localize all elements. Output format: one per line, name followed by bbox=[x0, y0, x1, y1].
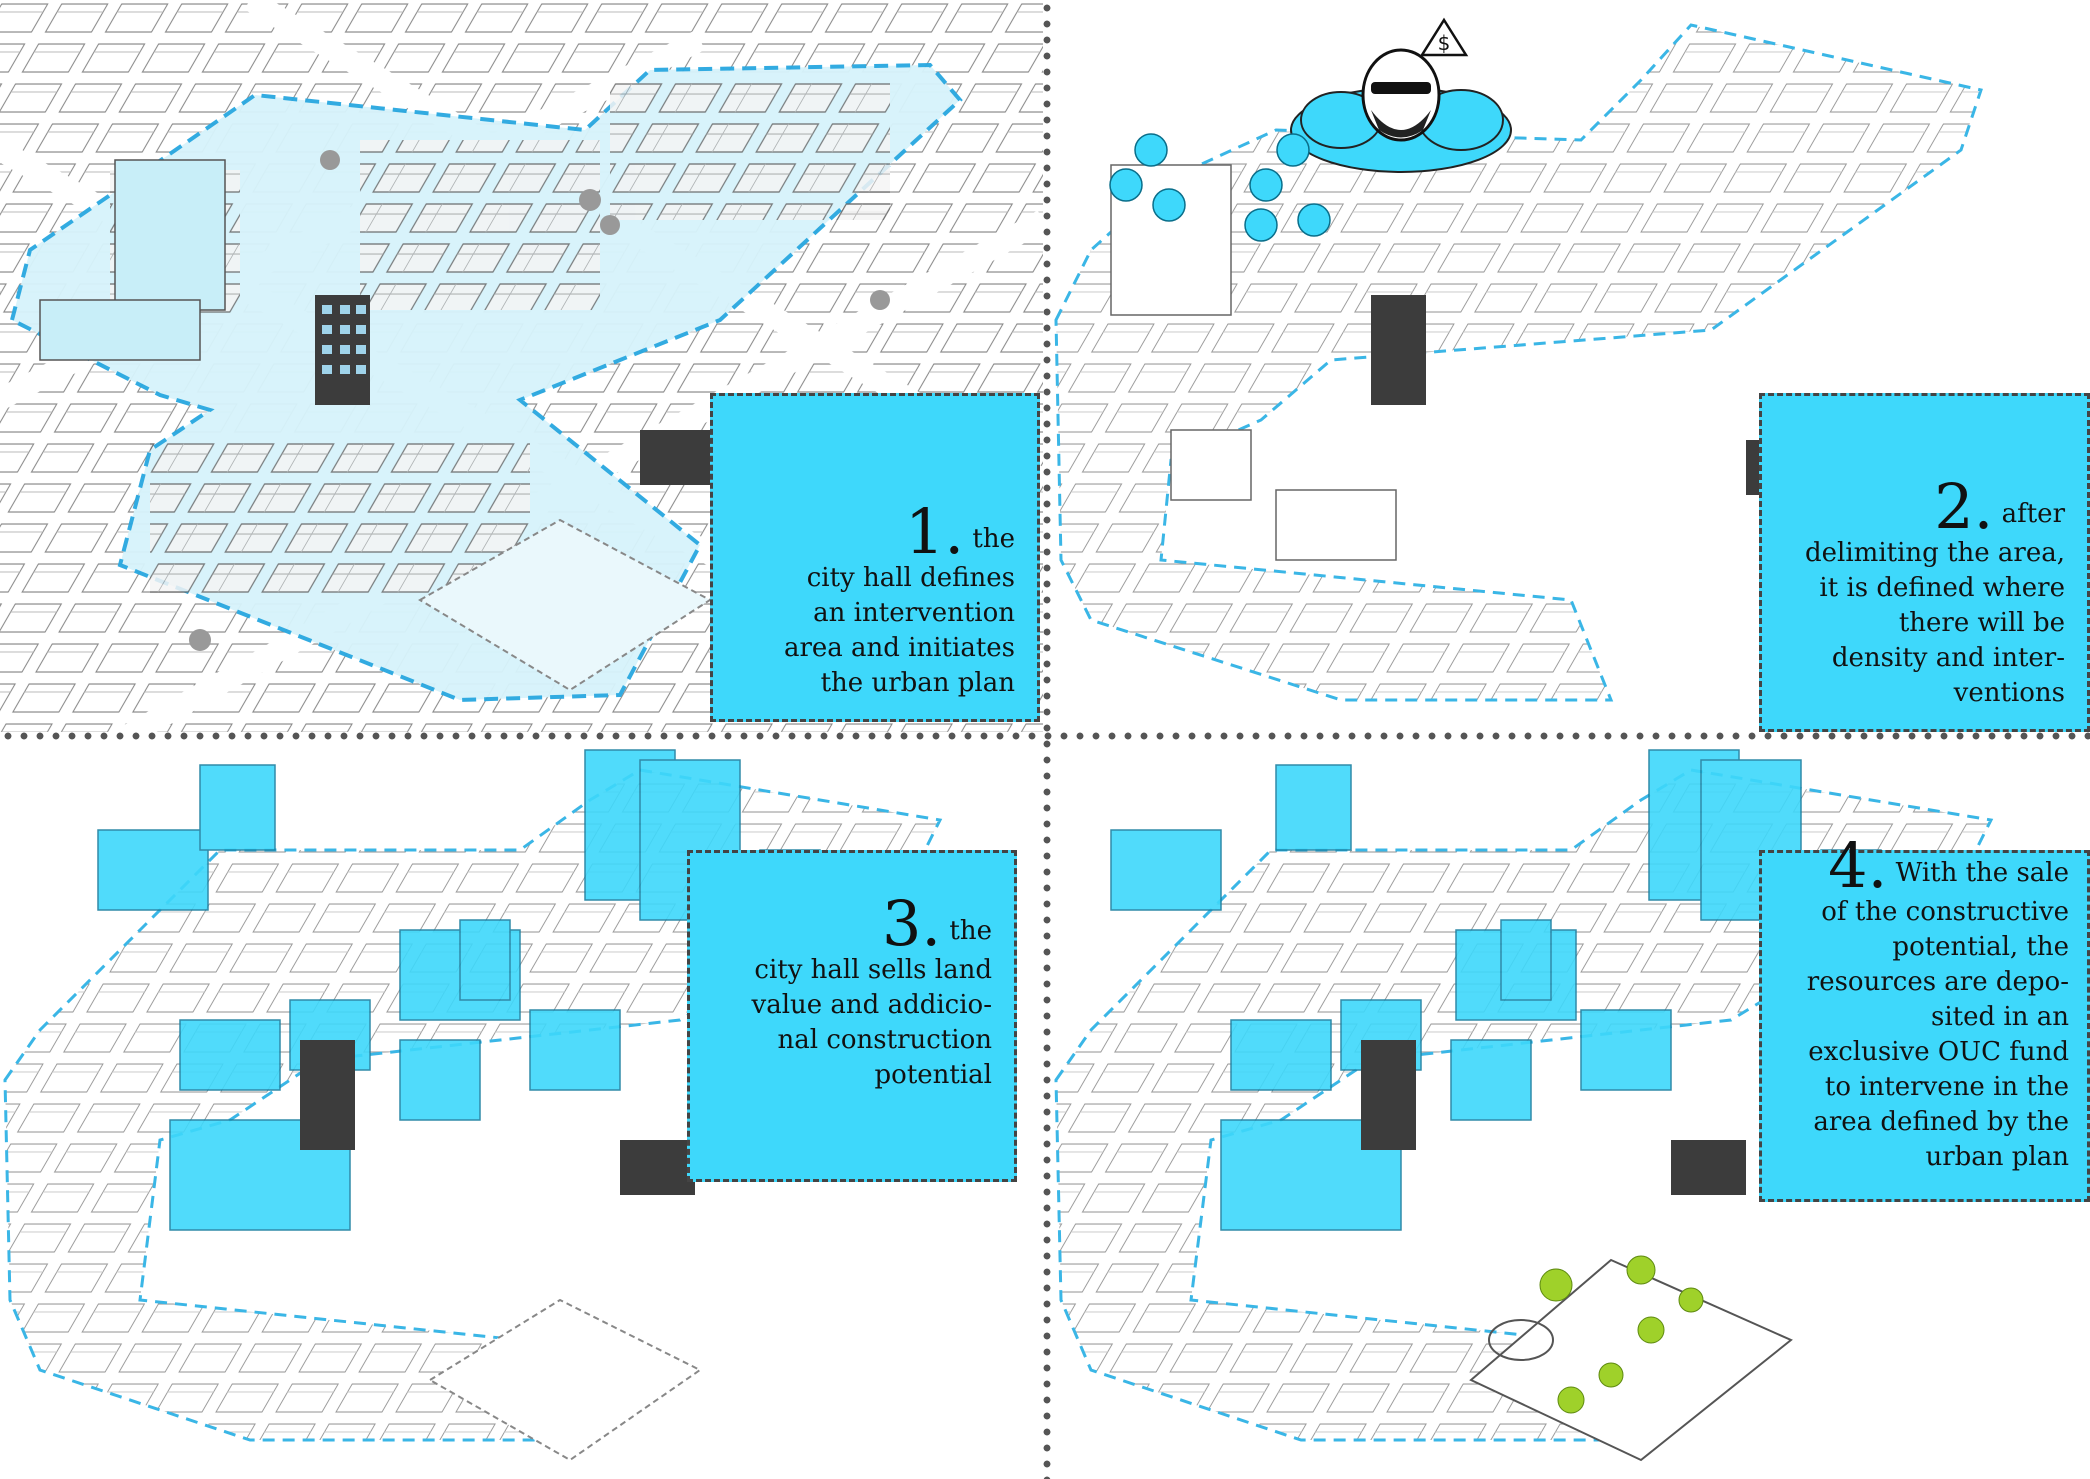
step-number: 2. bbox=[1934, 470, 1994, 543]
step-description: of the constructive potential, the resou… bbox=[1806, 897, 2069, 1172]
horizontal-dotted-divider bbox=[0, 732, 2090, 740]
warning-sign-icon: $ bbox=[1419, 17, 1469, 57]
step-lead: the bbox=[972, 524, 1015, 554]
panel-step-4: 4. With the sale of the constructive pot… bbox=[1051, 740, 2090, 1479]
panel-step-1: 1. the city hall defines an intervention… bbox=[0, 0, 1043, 732]
dollar-sign-icon bbox=[1109, 133, 1331, 242]
step-lead: after bbox=[2001, 499, 2065, 529]
step-description: city hall sells land value and addicio- … bbox=[751, 955, 992, 1090]
city-map-step-1 bbox=[0, 0, 1043, 732]
svg-text:$: $ bbox=[1438, 31, 1451, 55]
panel-step-3: 3. the city hall sells land value and ad… bbox=[0, 740, 1043, 1479]
step-4-caption: 4. With the sale of the constructive pot… bbox=[1759, 835, 2090, 1202]
step-lead: the bbox=[949, 916, 992, 946]
cloud-icon bbox=[1290, 48, 1512, 173]
city-map-step-4 bbox=[1054, 749, 1994, 1462]
step-lead: With the sale bbox=[1895, 858, 2069, 888]
step-description: delimiting the area, it is defined where… bbox=[1805, 538, 2065, 708]
panel-step-2: $ 2. after delimiting the area, it is de… bbox=[1051, 0, 2090, 732]
step-1-caption: 1. the city hall defines an intervention… bbox=[710, 393, 1040, 722]
step-number: 4. bbox=[1828, 829, 1888, 902]
step-description: city hall defines an intervention area a… bbox=[783, 563, 1015, 698]
park-plaza bbox=[1469, 1255, 1793, 1462]
step-number: 3. bbox=[881, 887, 942, 960]
step-number: 1. bbox=[904, 495, 965, 568]
step-2-caption: 2. after delimiting the area, it is defi… bbox=[1759, 393, 2090, 732]
step-3-caption: 3. the city hall sells land value and ad… bbox=[687, 850, 1017, 1182]
